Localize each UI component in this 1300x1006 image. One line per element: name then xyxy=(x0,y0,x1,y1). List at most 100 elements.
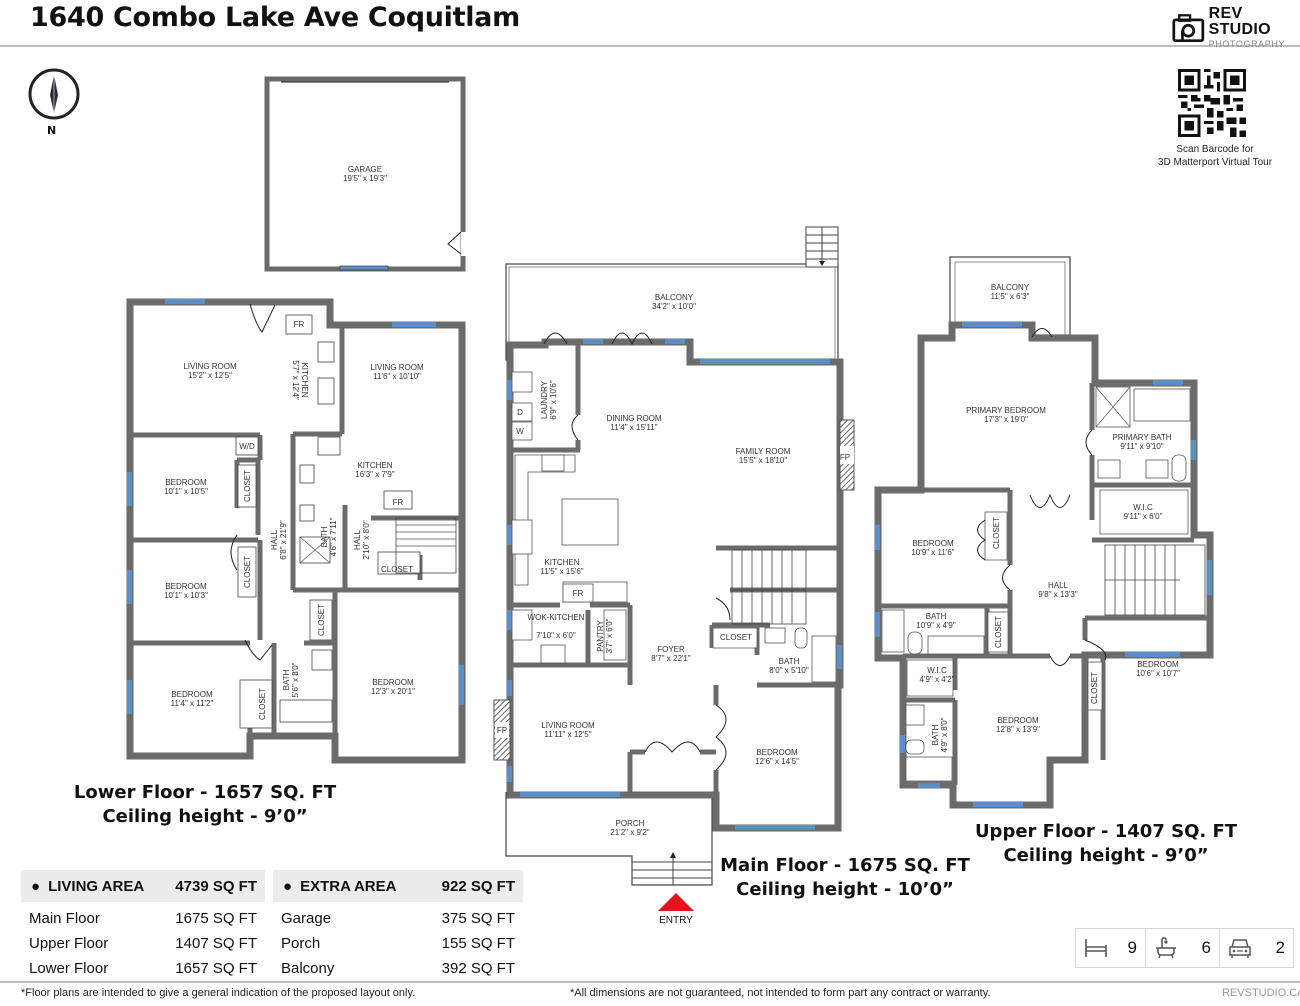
room-name: PORCH xyxy=(616,819,645,828)
camera-icon xyxy=(1172,13,1205,42)
room-name: GARAGE xyxy=(348,165,382,174)
washer-dryer-label: W/D xyxy=(239,442,255,451)
room-dimensions: 11'11" x 12'5" xyxy=(544,730,591,739)
room-name: PRIMARY BATH xyxy=(1112,433,1171,442)
row-value: 1675 SQ FT xyxy=(175,910,257,927)
room-name: KITCHEN xyxy=(357,461,392,470)
upper-floor-title: Upper Floor - 1407 SQ. FT xyxy=(974,821,1238,842)
table-row: Lower Floor 1657 SQ FT xyxy=(21,956,265,981)
room-name: LIVING ROOM xyxy=(541,721,595,730)
extra-area-header: ● EXTRA AREA 922 SQ FT xyxy=(273,870,523,902)
brand-subtitle: PHOTOGRAPHY xyxy=(1208,39,1286,49)
row-label: Main Floor xyxy=(29,910,100,927)
room-dimensions: 21'2" x 9'2" xyxy=(610,828,650,837)
main-floor-plan xyxy=(493,226,855,886)
main-floor-caption: Main Floor - 1675 SQ. FT Ceiling height … xyxy=(705,854,985,902)
extra-area-label: EXTRA AREA xyxy=(300,877,397,895)
room-name: FOYER xyxy=(657,645,685,654)
room-dimensions: 10'6" x 10'7" xyxy=(1136,669,1180,678)
room-dimensions: 11'6" x 10'10" xyxy=(373,372,421,381)
fridge-label: FR xyxy=(393,498,404,507)
bathroom-count: 6 xyxy=(1146,929,1220,967)
room-dimensions: 11'5" x 15'6" xyxy=(540,567,583,576)
qr-caption-line-2: 3D Matterport Virtual Tour xyxy=(1157,157,1273,168)
room-name: BEDROOM xyxy=(165,582,207,591)
table-row: Main Floor 1675 SQ FT xyxy=(21,906,265,931)
room-dimensions: 10'9" x 4'9" xyxy=(916,621,956,630)
row-value: 1407 SQ FT xyxy=(175,935,257,952)
living-area-total: 4739 SQ FT xyxy=(175,877,257,895)
extra-area-total: 922 SQ FT xyxy=(441,877,515,895)
room-name: BALCONY xyxy=(991,283,1030,292)
row-value: 1657 SQ FT xyxy=(175,960,257,977)
living-area-label: LIVING AREA xyxy=(48,877,145,895)
fridge-label: FR xyxy=(294,320,305,329)
room-name: BATH xyxy=(779,657,800,666)
entry-marker: ENTRY xyxy=(656,893,696,926)
room-name: BEDROOM xyxy=(756,748,798,757)
room-dimensions: 17'3" x 19'0" xyxy=(984,415,1028,424)
dryer-label: D xyxy=(517,408,523,417)
closet-label: CLOSET xyxy=(381,565,413,574)
room-name: BEDROOM xyxy=(912,539,954,548)
row-label: Lower Floor xyxy=(29,960,109,977)
closet-label: CLOSET xyxy=(992,517,1001,549)
room-name: BALCONY xyxy=(655,293,694,302)
entry-arrow-icon xyxy=(658,893,694,911)
compass-north-label: N xyxy=(47,124,57,137)
bed-icon xyxy=(1085,939,1107,957)
footer-disclaimer-center: *All dimensions are not guaranteed, not … xyxy=(570,987,991,999)
room-name: W.I.C xyxy=(927,666,947,675)
room-name: LAUNDRY xyxy=(540,380,549,419)
lower-floor-plan xyxy=(126,76,466,764)
room-dimensions: 9'11" x 9'10" xyxy=(1120,442,1163,451)
room-name: FAMILY ROOM xyxy=(736,447,791,456)
qr-caption-line-1: Scan Barcode for xyxy=(1176,144,1254,155)
closet-label: CLOSET xyxy=(1090,672,1099,704)
closet-label: CLOSET xyxy=(994,616,1003,648)
room-dimensions: 3'7" x 6'0" xyxy=(605,618,614,653)
room-name: W.I.C xyxy=(1133,503,1153,512)
room-name: PANTRY xyxy=(596,619,605,651)
brand-logo: REV STUDIO PHOTOGRAPHY xyxy=(1172,6,1300,49)
washer-label: W xyxy=(516,427,524,436)
closet-label: CLOSET xyxy=(317,604,326,636)
room-dimensions: 10'1" x 10'3" xyxy=(164,591,208,600)
room-name: HALL xyxy=(270,529,279,550)
room-dimensions: 12'8" x 13'9" xyxy=(996,725,1040,734)
room-name: HALL xyxy=(353,529,362,550)
room-name: BEDROOM xyxy=(1137,660,1179,669)
closet-label: CLOSET xyxy=(258,688,267,720)
room-dimensions: 7'10" x 6'0" xyxy=(536,631,576,640)
row-value: 155 SQ FT xyxy=(441,935,515,952)
room-name: KITCHEN xyxy=(544,558,579,567)
room-dimensions: 10'1" x 10'5" xyxy=(164,487,208,496)
page-title: 1640 Combo Lake Ave Coquitlam xyxy=(30,2,520,33)
header-divider xyxy=(0,45,1300,47)
parking-count-value: 2 xyxy=(1275,938,1285,957)
room-name: LIVING ROOM xyxy=(183,362,237,371)
room-name: BEDROOM xyxy=(372,678,414,687)
footer-website-link[interactable]: REVSTUDIO.CA xyxy=(1222,987,1300,999)
room-dimensions: 6'9" x 10'6" xyxy=(549,380,558,420)
bullet-icon: ● xyxy=(31,877,41,895)
lower-floor-ceiling: Ceiling height - 9’0” xyxy=(102,806,308,827)
room-dimensions: 8'0" x 5'10" xyxy=(769,666,809,675)
bedroom-count-value: 9 xyxy=(1127,938,1137,957)
upper-floor-caption: Upper Floor - 1407 SQ. FT Ceiling height… xyxy=(966,820,1246,868)
room-dimensions: 12'3" x 20'1" xyxy=(371,687,415,696)
room-dimensions: 11'4" x 15'11" xyxy=(610,423,657,432)
living-area-table: ● LIVING AREA 4739 SQ FT Main Floor 1675 S… xyxy=(21,870,265,981)
room-dimensions: 11'5" x 6'3" xyxy=(991,292,1030,301)
lower-floor-caption: Lower Floor - 1657 SQ. FT Ceiling height… xyxy=(60,781,350,829)
room-labels: GARAGE 19'5" x 19'3" LIVING ROOM 15'2" x… xyxy=(164,165,1180,837)
brand-name: REV STUDIO xyxy=(1208,5,1271,38)
main-floor-title: Main Floor - 1675 SQ. FT xyxy=(720,855,970,876)
bullet-icon: ● xyxy=(283,877,293,895)
qr-code-icon[interactable] xyxy=(1178,69,1246,137)
garage xyxy=(264,76,466,272)
